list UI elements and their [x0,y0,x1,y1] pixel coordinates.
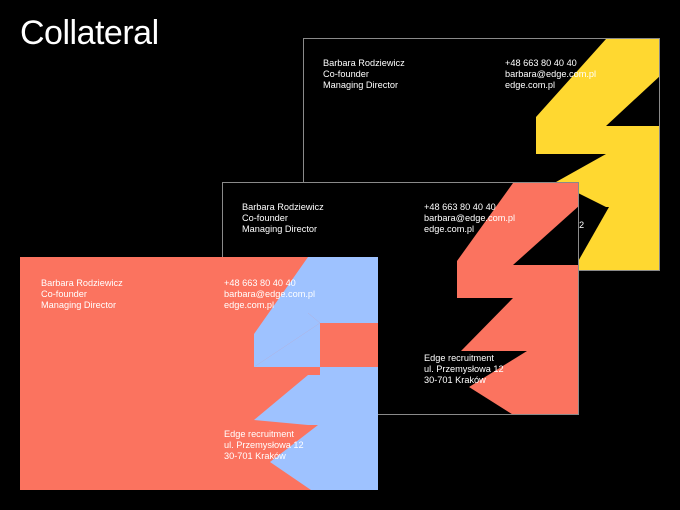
card-name: Barbara Rodziewicz [323,58,405,68]
card-email: barbara@edge.com.pl [505,69,597,80]
card-person-block: Barbara Rodziewicz Co-founder Managing D… [41,278,123,312]
edge-logo-shape-coral [457,183,578,414]
card-contact-block: +48 663 80 40 40 barbara@edge.com.pl edg… [424,202,515,236]
card-email: barbara@edge.com.pl [424,213,516,224]
card-email: barbara@edge.com.pl [224,289,316,300]
card-street: ul. Przemysłowa 12 [224,440,304,451]
page-title: Collateral [20,14,159,52]
card-phone: +48 663 80 40 40 [224,278,296,288]
card-website: edge.com.pl [424,224,475,235]
card-role: Co-founder [242,213,288,224]
card-phone: +48 663 80 40 40 [505,58,577,68]
card-role: Managing Director [41,300,117,311]
card-role: Managing Director [242,224,318,235]
card-name: Barbara Rodziewicz [242,202,324,212]
card-phone: +48 663 80 40 40 [424,202,496,212]
card-address-block: Edge recruitment ul. Przemysłowa 12 30-7… [224,429,304,463]
card-role: Co-founder [41,289,87,300]
card-company: Edge recruitment [224,429,294,439]
card-city: 30-701 Kraków [424,375,486,386]
business-card-black-coral: Barbara Rodziewicz Co-founder Managing D… [222,182,579,415]
card-role: Managing Director [323,80,399,91]
card-address-block: Edge recruitment ul. Przemysłowa 12 30-7… [424,353,504,387]
card-city: 30-701 Kraków [224,451,286,462]
card-role: Co-founder [323,69,369,80]
card-street: ul. Przemysłowa 12 [424,364,504,375]
card-contact-block: +48 663 80 40 40 barbara@edge.com.pl edg… [224,278,315,312]
edge-logo-shape-yellow [536,39,659,270]
card-person-block: Barbara Rodziewicz Co-founder Managing D… [323,58,405,92]
business-card-coral-blue: Barbara Rodziewicz Co-founder Managing D… [20,257,378,490]
card-website: edge.com.pl [224,300,275,311]
card-address-partial: 2 [579,220,585,230]
card-person-block: Barbara Rodziewicz Co-founder Managing D… [242,202,324,236]
card-contact-block: +48 663 80 40 40 barbara@edge.com.pl edg… [505,58,596,92]
card-website: edge.com.pl [505,80,556,91]
edge-logo-shape-blue [254,257,378,490]
card-name: Barbara Rodziewicz [41,278,123,288]
card-company: Edge recruitment [424,353,494,363]
